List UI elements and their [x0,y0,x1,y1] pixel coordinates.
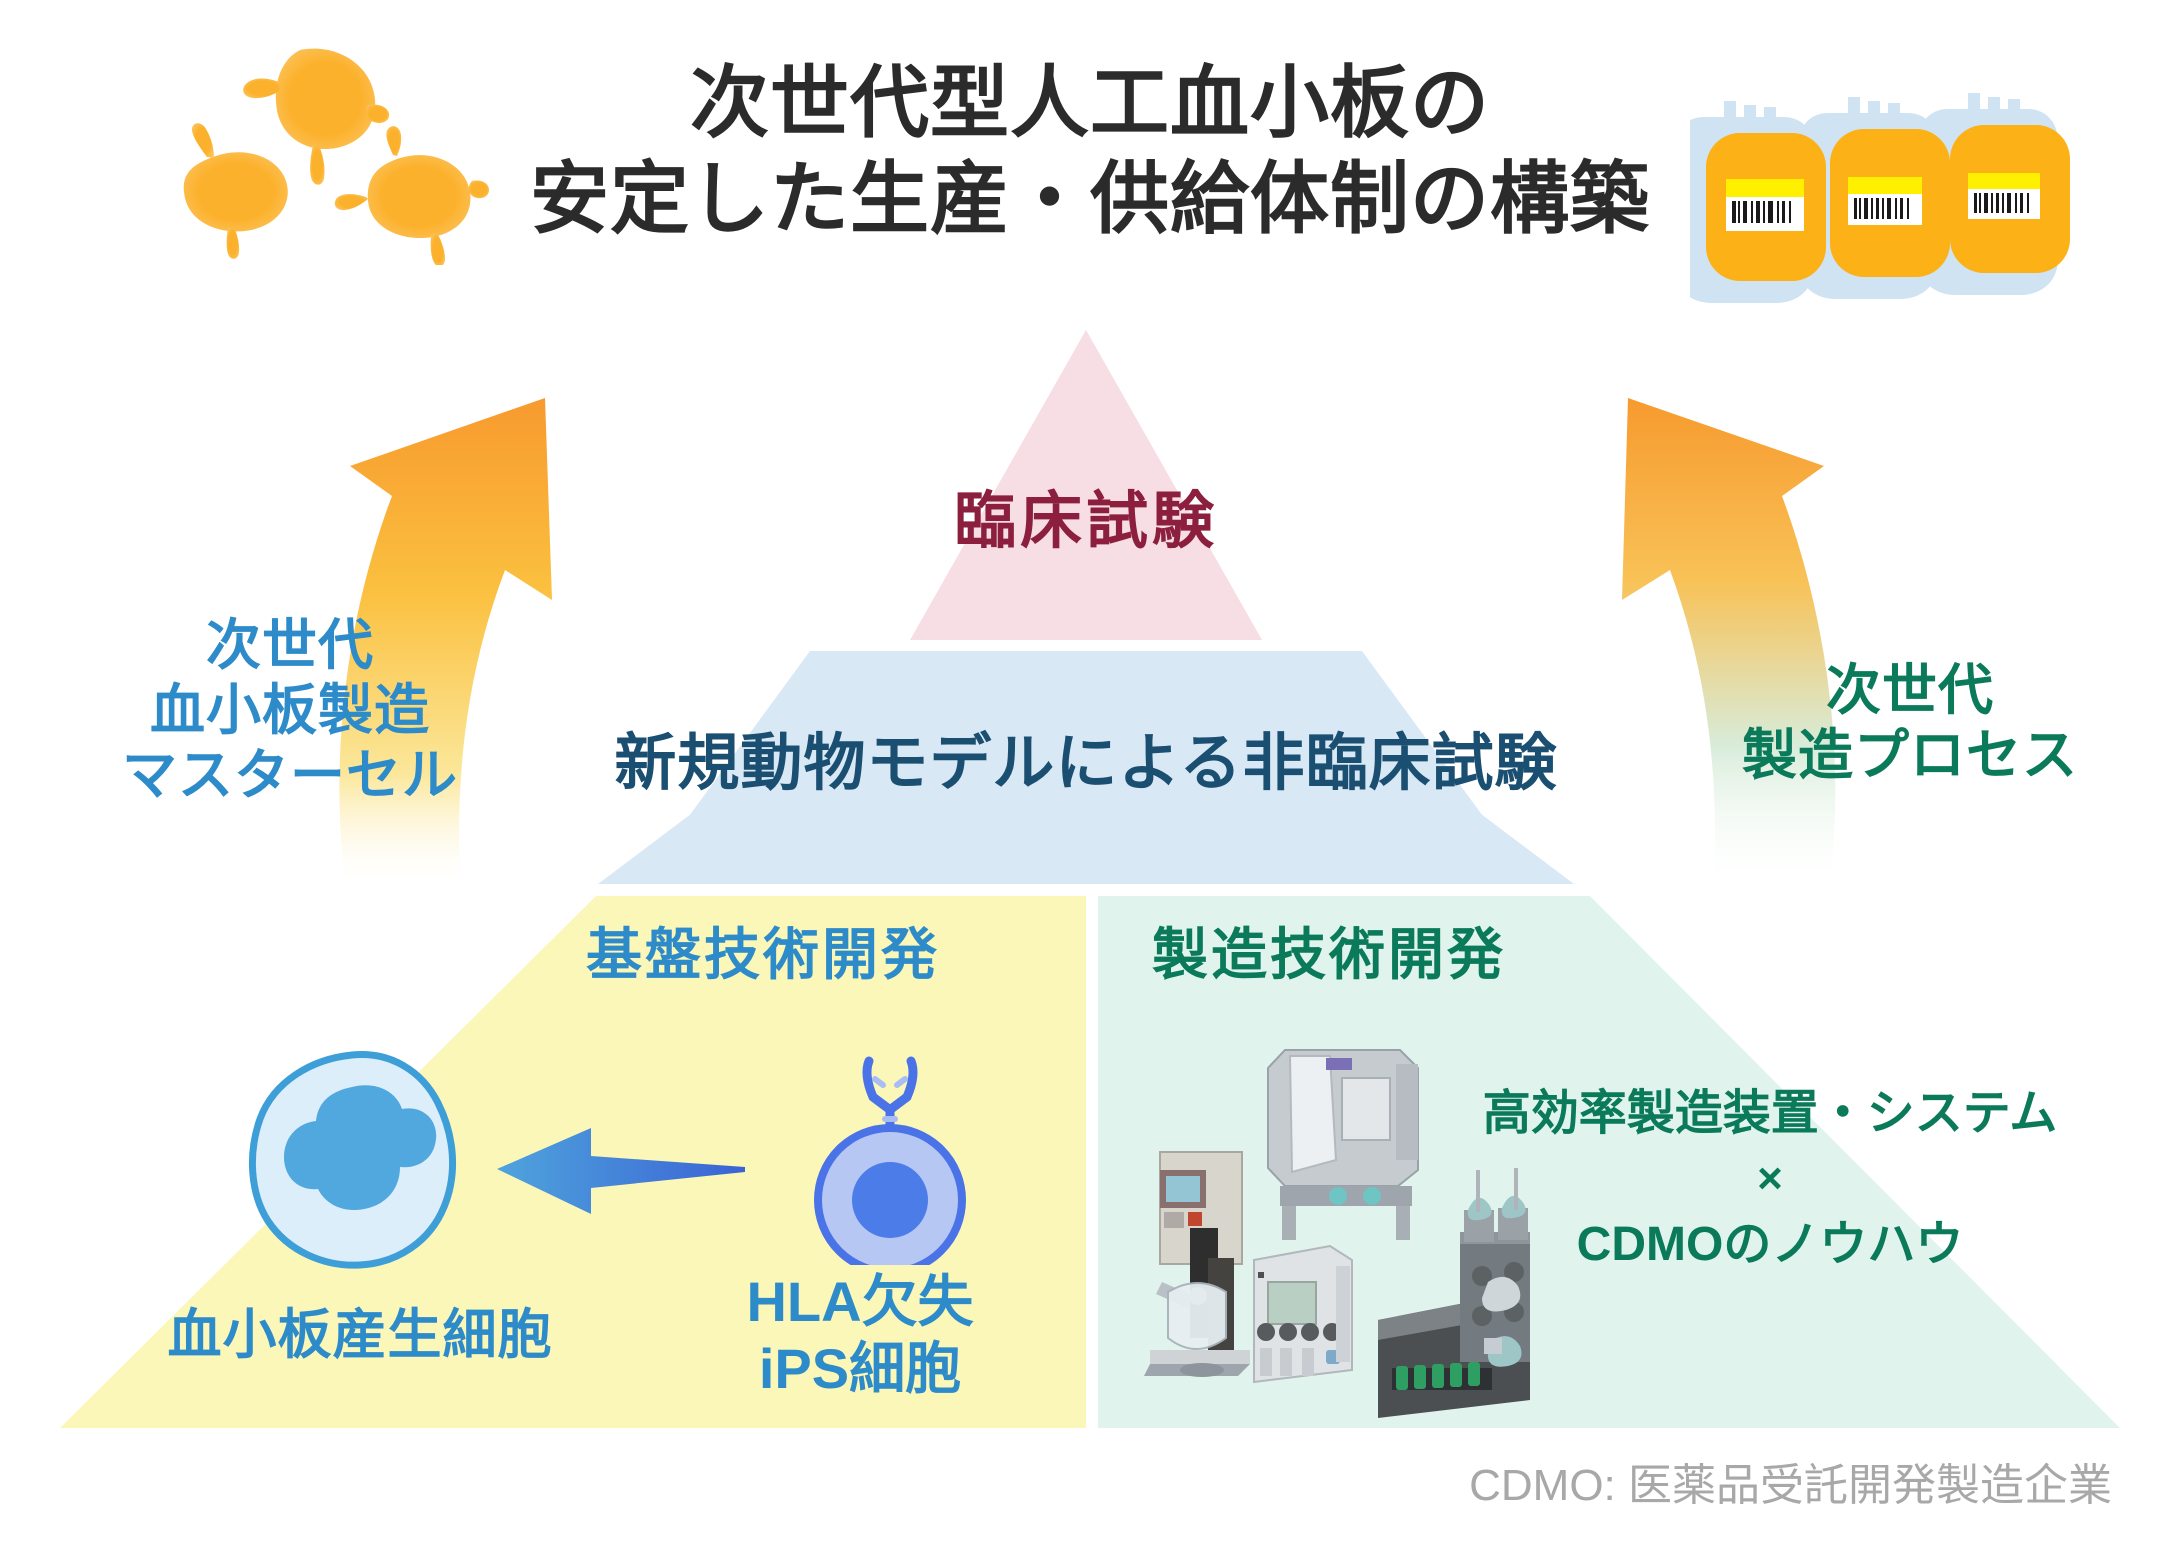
page-title: 次世代型人工血小板の 安定した生産・供給体制の構築 [480,55,1700,248]
ips-cell-label: HLA欠失 iPS細胞 [690,1268,1030,1402]
equipment-line-2: CDMOのノウハウ [1576,1217,1964,1271]
left-arrow-label: 次世代 血小板製造 マスターセル [90,613,490,808]
ips-label-line-1: HLA欠失 [746,1270,974,1333]
title-line-2: 安定した生産・供給体制の構築 [530,154,1650,244]
megakaryocyte-cell-icon [240,1045,470,1275]
title-line-1: 次世代型人工血小板の [690,58,1490,147]
left-arrow-icon [495,1112,760,1232]
pyramid-apex-label: 臨床試験 [953,487,1218,556]
platelet-cluster-icon [150,35,500,267]
equipment-line-1: 高効率製造装置・システム [1482,1087,2058,1140]
ips-cell-icon [785,1035,995,1276]
footnote: CDMO: 医薬品受託開発製造企業 [1469,1461,2112,1510]
left-arrow-label-line-1: 次世代 [205,614,374,676]
pyramid-bottom-right-label: 製造技術開発 [1152,923,1506,986]
blood-bag-trio-icon [1674,35,2080,305]
right-arrow-label-line-2: 製造プロセス [1741,723,2078,786]
manufacturing-text-block: 高効率製造装置・システム × CDMOのノウハウ [1420,1080,2120,1279]
right-arrow-label-line-1: 次世代 [1825,659,1994,721]
pyramid-middle-label: 新規動物モデルによる非臨床試験 [614,729,1558,798]
equipment-times-symbol: × [1757,1154,1783,1204]
manufacturing-equipment-icon [1130,1020,1550,1430]
platelet-producing-cell-label: 血小板産生細胞 [167,1305,553,1365]
pyramid-bottom-left-label: 基盤技術開発 [586,923,940,986]
ips-label-line-2: iPS細胞 [758,1337,962,1401]
left-arrow-label-line-2: 血小板製造 [149,678,430,741]
right-arrow-label: 次世代 製造プロセス [1700,658,2120,788]
left-arrow-label-line-3: マスターセル [121,743,458,806]
